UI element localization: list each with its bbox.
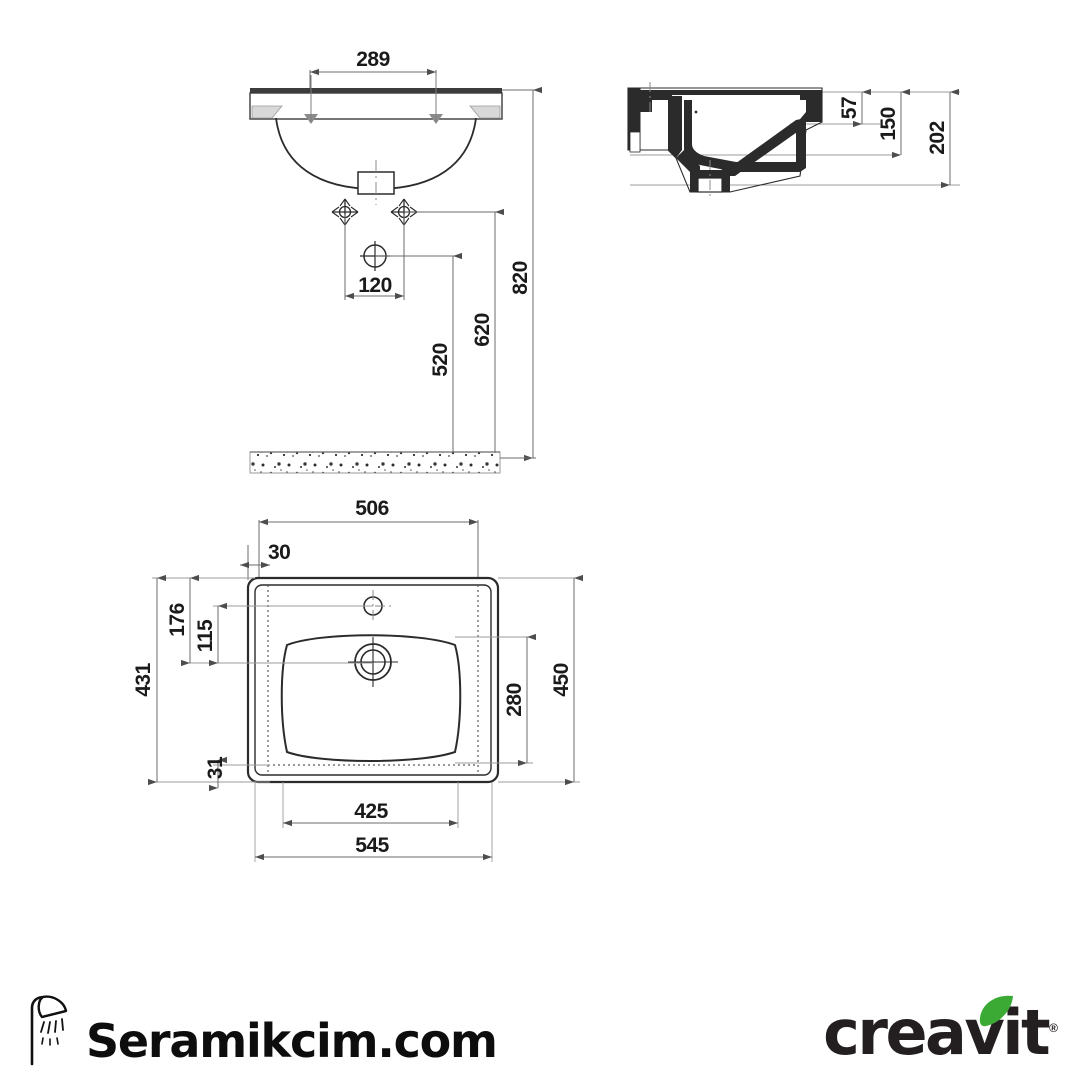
dim-520: 520	[375, 252, 462, 462]
front-basin-body	[249, 75, 503, 205]
dim-425: 425	[282, 782, 459, 828]
seramikcim-wordmark: Seramikcim.com	[86, 1014, 498, 1068]
dim-label-31: 31	[204, 756, 227, 779]
dim-label-57: 57	[838, 97, 861, 119]
dim-289: 289	[309, 48, 437, 94]
floor-ground	[249, 451, 536, 474]
dim-label-620: 620	[471, 313, 494, 347]
dim-label-506: 506	[355, 497, 389, 520]
dim-label-520: 520	[429, 343, 452, 377]
dim-30: 30	[240, 541, 291, 580]
creavit-logo[interactable]: creavit®	[823, 984, 1058, 1064]
drain-hole	[348, 637, 398, 687]
dim-620: 620	[404, 208, 504, 462]
dim-31: 31	[204, 756, 270, 792]
dim-820: 820	[502, 86, 542, 462]
dim-label-115: 115	[194, 619, 217, 652]
dim-label-820: 820	[509, 261, 532, 295]
dim-202: 202	[926, 88, 959, 189]
dim-label-30: 30	[268, 541, 290, 564]
dim-150: 150	[877, 88, 910, 159]
side-basin-section	[627, 87, 823, 193]
dim-label-280: 280	[503, 683, 526, 717]
dim-label-150: 150	[877, 107, 900, 141]
dim-label-431: 431	[132, 662, 155, 696]
shower-head-icon	[30, 995, 68, 1066]
dim-label-289: 289	[356, 48, 390, 71]
dim-545: 545	[254, 782, 493, 862]
footer-logos: Seramikcim.com creavit®	[0, 960, 1080, 1080]
dim-label-450: 450	[550, 663, 573, 697]
top-plan-view: 506 30	[132, 497, 583, 862]
dim-280: 280	[455, 633, 536, 767]
dim-57: 57	[838, 88, 871, 128]
dim-label-202: 202	[926, 121, 949, 155]
dim-506: 506	[258, 497, 479, 578]
dim-120: 120	[344, 214, 405, 300]
creavit-wordmark-text: creavit	[823, 996, 1051, 1069]
dim-label-176: 176	[166, 603, 189, 637]
seramikcim-logo[interactable]: Seramikcim.com	[24, 982, 498, 1068]
side-section-view: 57 150 202	[627, 82, 960, 200]
top-basin-geometry	[246, 576, 500, 784]
leaf-icon	[979, 995, 1013, 1027]
creavit-wordmark-wrapper: creavit®	[823, 995, 1058, 1064]
dim-431: 431	[132, 574, 255, 786]
front-elevation-view: 289	[249, 48, 542, 474]
dim-115: 115	[194, 602, 373, 667]
dim-label-545: 545	[355, 834, 389, 857]
dim-label-425: 425	[354, 800, 388, 823]
creavit-registered-mark: ®	[1049, 1021, 1058, 1036]
dim-label-120: 120	[358, 274, 392, 297]
dim-450: 450	[498, 574, 583, 786]
